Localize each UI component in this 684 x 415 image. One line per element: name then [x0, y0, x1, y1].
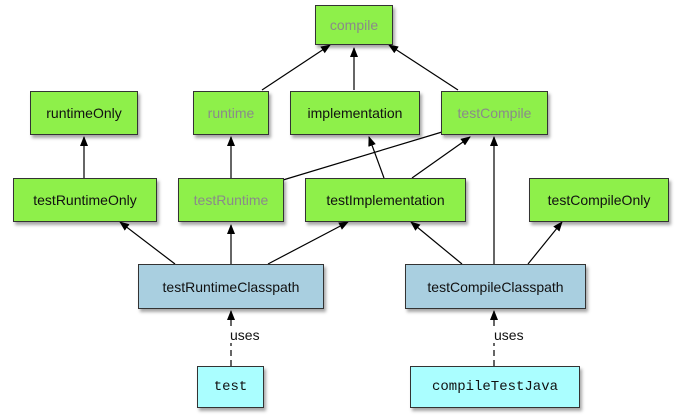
- node-compile: compile: [315, 5, 393, 45]
- node-test-compile-classpath: testCompileClasspath: [405, 264, 586, 309]
- node-test-compile-only: testCompileOnly: [529, 178, 669, 222]
- node-test-runtime: testRuntime: [178, 178, 284, 222]
- edge-trc-to-testimplementation: [267, 221, 349, 265]
- edge-testruntime-to-testcompile: [282, 127, 453, 181]
- edge-testimplementation-to-testcompile: [411, 136, 471, 179]
- edge-tcc-to-testimplementation: [410, 221, 463, 265]
- edge-testimplementation-to-implementation: [368, 136, 385, 179]
- edge-label-uses-right: uses: [493, 327, 525, 343]
- node-implementation: implementation: [290, 91, 420, 135]
- edge-trc-to-testruntimeonly: [119, 221, 176, 265]
- node-runtime: runtime: [193, 91, 269, 135]
- node-test-runtime-only: testRuntimeOnly: [13, 178, 157, 222]
- node-task-test: test: [197, 366, 264, 408]
- node-task-compile-test-java: compileTestJava: [410, 366, 580, 408]
- node-test-runtime-classpath: testRuntimeClasspath: [138, 264, 324, 309]
- node-runtime-only: runtimeOnly: [30, 91, 138, 135]
- edge-label-uses-left: uses: [229, 327, 261, 343]
- edge-testcompile-to-compile: [388, 44, 459, 91]
- node-test-implementation: testImplementation: [305, 178, 466, 222]
- node-test-compile: testCompile: [441, 91, 548, 135]
- edge-runtime-to-compile: [261, 44, 331, 91]
- edge-tcc-to-testcompileonly: [527, 221, 563, 265]
